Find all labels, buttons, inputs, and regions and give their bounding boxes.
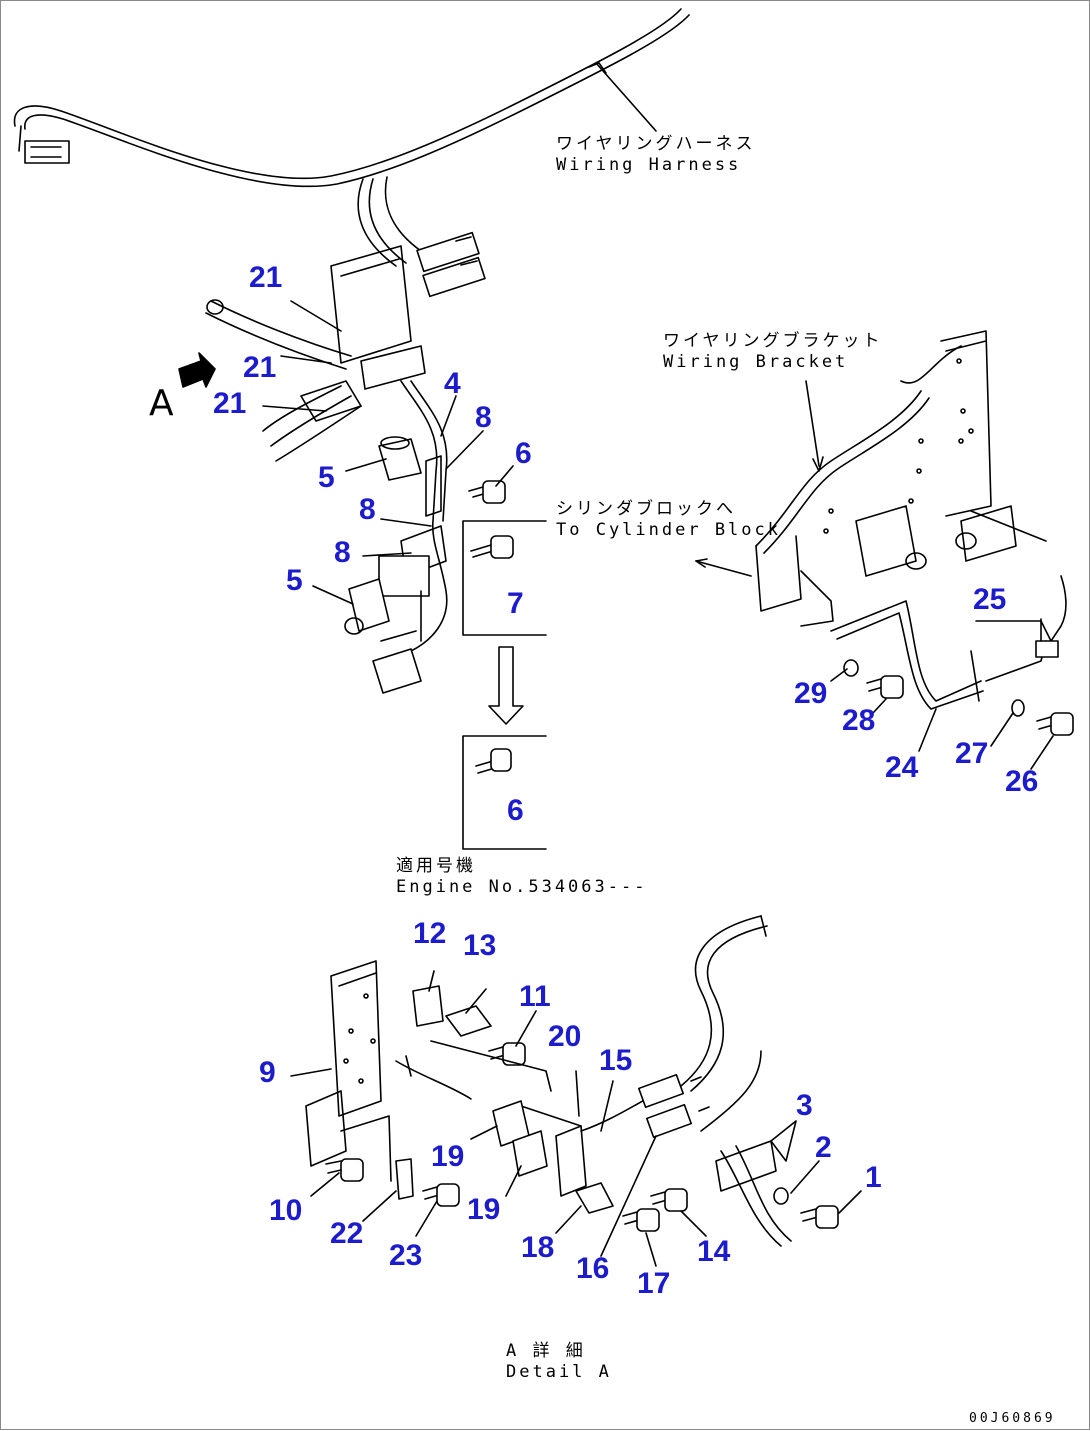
detail-a-caption: A 詳 細 Detail A	[506, 1341, 612, 1384]
callout-25: 25	[973, 583, 1007, 616]
cylinder-block-label-jp: シリンダブロックへ	[556, 499, 736, 519]
callout-22: 22	[330, 1217, 364, 1250]
washer-27	[1011, 699, 1025, 717]
callout-24: 24	[885, 751, 919, 784]
callout-12: 12	[413, 917, 447, 950]
view-a-arrow	[178, 352, 216, 388]
callout-15: 15	[599, 1044, 633, 1077]
callout-20: 20	[548, 1020, 582, 1053]
applicability-label: 適用号機 Engine No.534063---	[396, 856, 647, 899]
callout-11: 11	[519, 980, 551, 1013]
engine-number-label: Engine No.534063---	[396, 877, 648, 898]
callout-5: 5	[318, 461, 335, 494]
callout-16: 16	[576, 1252, 610, 1285]
callout-10: 10	[269, 1194, 303, 1227]
detail-a-caption-en: Detail A	[506, 1362, 612, 1383]
washer-29	[843, 659, 859, 677]
bolt-26	[1036, 712, 1074, 736]
callout-21: 21	[243, 351, 277, 384]
detail-a-assembly	[305, 915, 839, 1247]
detail-a-caption-jp: A 詳 細	[506, 1341, 586, 1361]
callout-28: 28	[842, 704, 876, 737]
callout-23: 23	[389, 1239, 423, 1272]
callout-29: 29	[794, 677, 828, 710]
callout-17: 17	[637, 1267, 671, 1300]
view-a-letter: A	[149, 383, 174, 424]
wiring-harness	[13, 8, 690, 267]
wiring-harness-label: ワイヤリングハーネス Wiring Harness	[556, 134, 756, 177]
callout-8: 8	[359, 493, 376, 526]
callout-8: 8	[475, 401, 492, 434]
callout-13: 13	[463, 929, 497, 962]
bracket-24	[830, 575, 1067, 710]
spacer-upper	[378, 436, 422, 481]
wiring-harness-label-en: Wiring Harness	[556, 155, 742, 176]
callout-21: 21	[213, 387, 247, 420]
cylinder-block-label-en: To Cylinder Block	[556, 520, 781, 541]
applicability-label-jp: 適用号機	[396, 856, 476, 876]
callout-4: 4	[444, 367, 461, 400]
wiring-bracket-label: ワイヤリングブラケット Wiring Bracket	[663, 331, 883, 374]
spacer-lower	[344, 578, 390, 635]
callout-14: 14	[697, 1235, 731, 1268]
upper-assembly	[205, 231, 486, 694]
wiring-bracket	[755, 330, 1047, 627]
callout-5: 5	[286, 564, 303, 597]
callout-19: 19	[467, 1193, 501, 1226]
callout-19: 19	[431, 1140, 465, 1173]
wiring-harness-label-jp: ワイヤリングハーネス	[556, 134, 756, 154]
wiring-bracket-label-jp: ワイヤリングブラケット	[663, 331, 883, 351]
bolt-6-upper	[468, 480, 506, 504]
callout-6: 6	[507, 794, 524, 827]
callout-26: 26	[1005, 765, 1039, 798]
cylinder-block-label: シリンダブロックへ To Cylinder Block	[556, 499, 781, 542]
inset-box-lower	[462, 735, 547, 850]
drawing-code: 00J60869	[969, 1411, 1056, 1426]
callout-2: 2	[815, 1131, 832, 1164]
leader-lines	[262, 62, 1054, 1267]
wiring-bracket-label-en: Wiring Bracket	[663, 352, 849, 373]
callout-1: 1	[865, 1161, 882, 1194]
callout-21: 21	[249, 261, 283, 294]
callout-6: 6	[515, 437, 532, 470]
inset-box-upper	[462, 520, 547, 636]
callout-9: 9	[259, 1056, 276, 1089]
bolt-28	[866, 675, 904, 699]
callout-27: 27	[955, 737, 989, 770]
inset-arrow	[488, 646, 524, 725]
callout-7: 7	[507, 587, 524, 620]
callout-8: 8	[334, 536, 351, 569]
callout-18: 18	[521, 1231, 555, 1264]
callout-3: 3	[796, 1089, 813, 1122]
